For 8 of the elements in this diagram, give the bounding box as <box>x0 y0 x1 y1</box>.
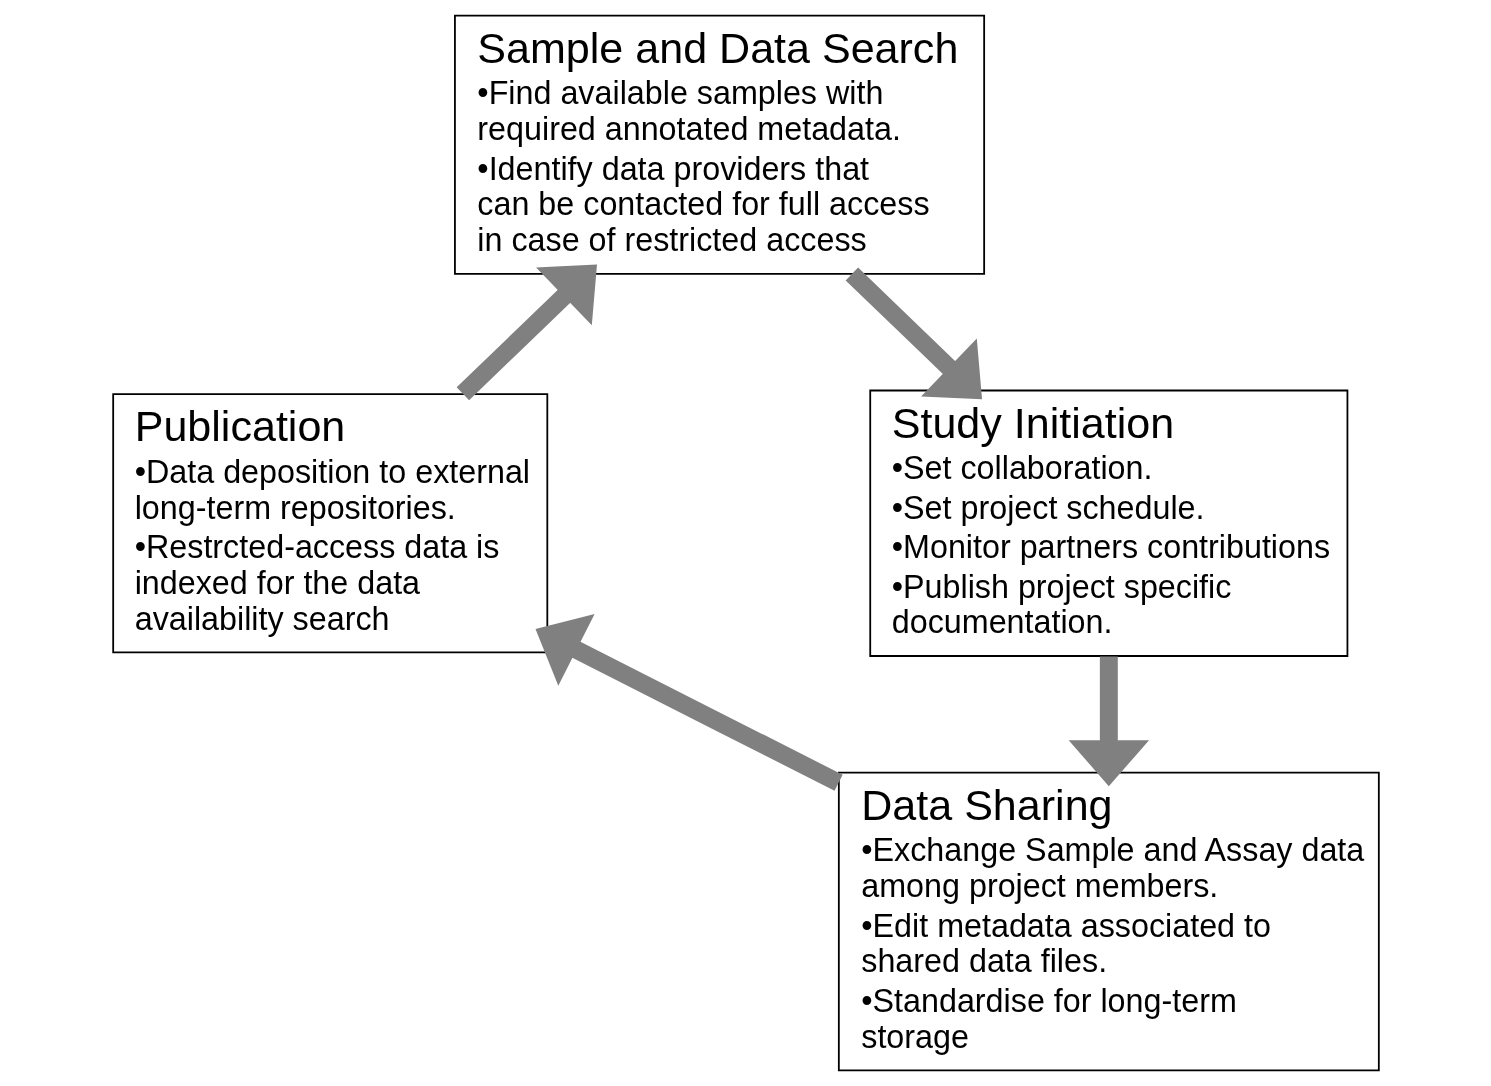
node-box: Study Initiation •Set collaboration. •Set project schedule. •Monitor partners contributions •Publish project specific documentation. <box>868 389 1348 657</box>
node-box: Sample and Data Search •Find available samples with required annotated metadata. •Identify data providers that can be contacted for full access in case of restricted access <box>453 14 985 275</box>
arrow <box>535 614 843 791</box>
arrow <box>456 264 597 401</box>
arrow <box>845 267 982 400</box>
node-box: Data Sharing •Exchange Sample and Assay data among project members. •Edit metadata associated to shared data files. •Standardise for long-term storage <box>837 771 1380 1072</box>
arrow <box>1068 656 1149 787</box>
node-box: Publication •Data deposition to external long-term repositories. •Restrcted-access data is indexed for the data availability search <box>111 393 548 654</box>
